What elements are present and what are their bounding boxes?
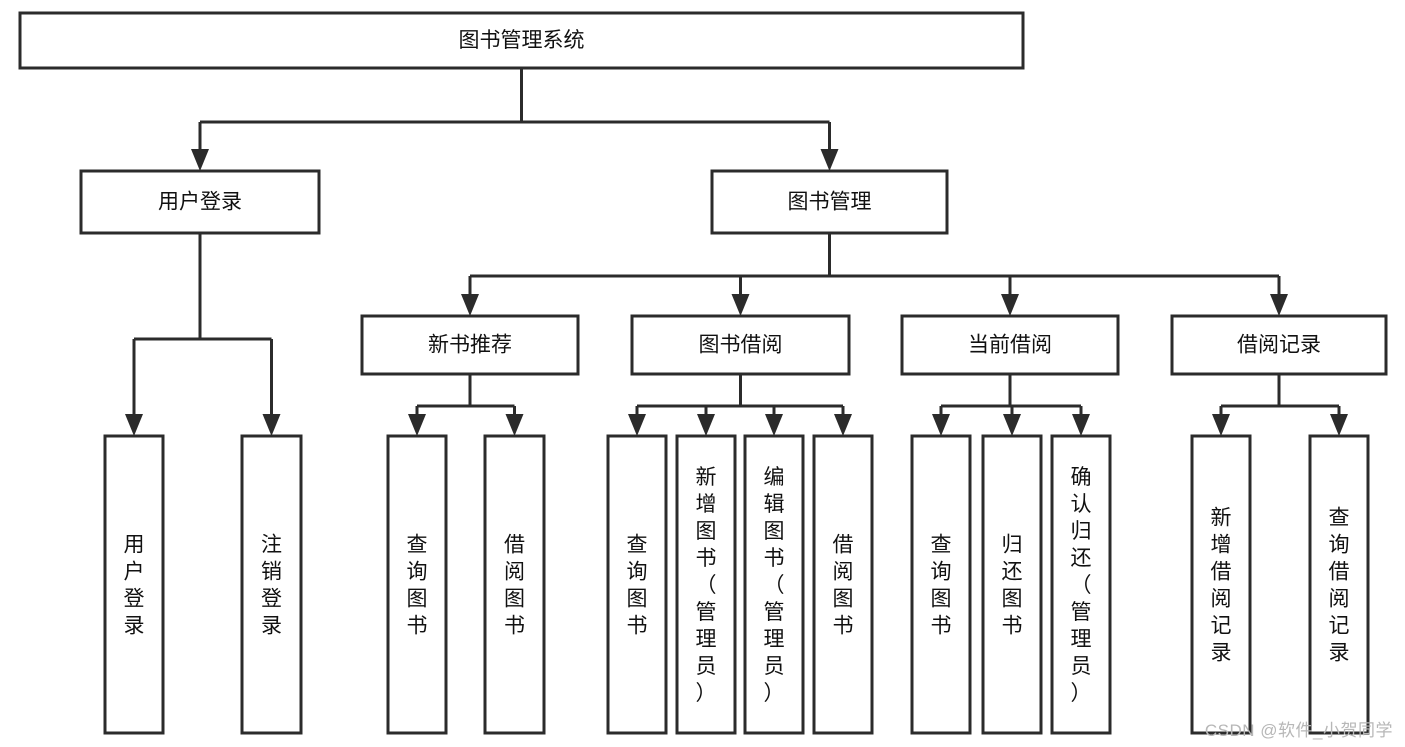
node-box [812, 434, 874, 735]
arrow-head-icon [932, 414, 950, 436]
node-label: 新增借阅记录 [1211, 507, 1232, 665]
arrow-head-icon [820, 149, 839, 171]
node-label: 新书推荐 [428, 334, 512, 357]
node-leaf_query_book_a[interactable]: 查询图书 [386, 434, 448, 735]
node-box [386, 434, 448, 735]
node-label: 借阅记录 [1237, 334, 1321, 357]
edge-layer [125, 68, 1348, 436]
node-leaf_query_book_b[interactable]: 查询图书 [606, 434, 668, 735]
node-leaf_query_record[interactable]: 查询借阅记录 [1308, 434, 1370, 735]
node-book_manage[interactable]: 图书管理 [710, 169, 949, 235]
node-leaf_user_login[interactable]: 用户登录 [103, 434, 165, 735]
node-box [360, 314, 580, 376]
node-label: 查询借阅记录 [1329, 507, 1350, 665]
node-label: 图书借阅 [699, 334, 783, 357]
node-box [103, 434, 165, 735]
arrow-head-icon [834, 414, 852, 436]
node-label: 注销登录 [261, 534, 282, 638]
arrow-head-icon [697, 414, 715, 436]
node-box [606, 434, 668, 735]
node-label: 编辑图书（管理员） [764, 466, 785, 705]
node-box [1050, 434, 1112, 735]
arrow-head-icon [1270, 294, 1288, 316]
node-box [710, 169, 949, 235]
node-label: 图书管理系统 [459, 29, 585, 52]
node-root[interactable]: 图书管理系统 [18, 11, 1025, 70]
arrow-head-icon [408, 414, 426, 436]
node-box [1190, 434, 1252, 735]
arrow-head-icon [765, 414, 783, 436]
arrow-head-icon [505, 414, 524, 436]
arrow-head-icon [191, 149, 209, 171]
node-box [240, 434, 303, 735]
node-leaf_query_book_c[interactable]: 查询图书 [910, 434, 972, 735]
node-label: 查询图书 [931, 534, 952, 638]
node-label: 新增图书（管理员） [696, 466, 717, 705]
arrow-head-icon [1003, 414, 1021, 436]
node-box [743, 434, 805, 735]
arrow-head-icon [262, 414, 281, 436]
node-label: 确认归还（管理员） [1071, 466, 1092, 705]
node-leaf_confirm_return[interactable]: 确认归还（管理员） [1050, 434, 1112, 735]
node-box [1170, 314, 1388, 376]
node-box [981, 434, 1043, 735]
node-borrow_record[interactable]: 借阅记录 [1170, 314, 1388, 376]
node-current_borrow[interactable]: 当前借阅 [900, 314, 1120, 376]
node-label: 图书管理 [788, 191, 872, 214]
arrow-head-icon [1072, 414, 1090, 436]
node-label: 用户登录 [158, 191, 242, 214]
node-leaf_borrow_book_b[interactable]: 借阅图书 [812, 434, 874, 735]
arrow-head-icon [628, 414, 646, 436]
node-user_login[interactable]: 用户登录 [79, 169, 321, 235]
node-book_borrow[interactable]: 图书借阅 [630, 314, 851, 376]
node-leaf_add_book[interactable]: 新增图书（管理员） [675, 434, 737, 735]
node-label: 查询图书 [407, 534, 428, 638]
arrow-head-icon [731, 294, 750, 316]
node-box [79, 169, 321, 235]
arrow-head-icon [1212, 414, 1230, 436]
arrow-head-icon [1330, 414, 1348, 436]
node-label: 用户登录 [124, 534, 145, 638]
node-label: 归还图书 [1002, 534, 1023, 638]
node-label: 借阅图书 [833, 534, 854, 638]
arrow-head-icon [461, 294, 479, 316]
node-layer: 图书管理系统用户登录图书管理新书推荐图书借阅当前借阅借阅记录用户登录注销登录查询… [18, 11, 1388, 735]
node-box [483, 434, 546, 735]
arrow-head-icon [125, 414, 143, 436]
node-leaf_return_book[interactable]: 归还图书 [981, 434, 1043, 735]
node-box [900, 314, 1120, 376]
arrow-head-icon [1001, 294, 1019, 316]
node-box [1308, 434, 1370, 735]
node-box [910, 434, 972, 735]
node-leaf_borrow_book_a[interactable]: 借阅图书 [483, 434, 546, 735]
node-leaf_edit_book[interactable]: 编辑图书（管理员） [743, 434, 805, 735]
node-new_book_rec[interactable]: 新书推荐 [360, 314, 580, 376]
node-box [630, 314, 851, 376]
node-leaf_add_record[interactable]: 新增借阅记录 [1190, 434, 1252, 735]
node-label: 当前借阅 [968, 334, 1052, 357]
node-label: 查询图书 [627, 534, 648, 638]
node-box [18, 11, 1025, 70]
node-leaf_logout[interactable]: 注销登录 [240, 434, 303, 735]
node-box [675, 434, 737, 735]
node-label: 借阅图书 [504, 534, 525, 638]
